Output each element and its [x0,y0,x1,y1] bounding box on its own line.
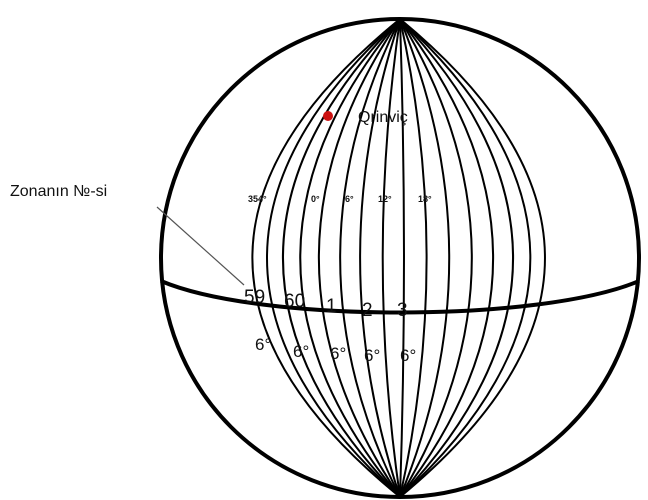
zone-width: 6° [364,346,380,365]
zone-number: 59 [244,287,265,308]
meridians [252,19,545,497]
longitude-label: 6° [345,194,354,204]
meridian-line [400,19,449,497]
meridian-line [400,19,404,497]
greenwich-dot [323,111,333,121]
longitude-label: 18° [418,194,432,204]
meridian-line [400,19,472,497]
meridian-line [252,19,400,497]
zone-width: 6° [293,342,309,361]
pointer-line [157,207,244,285]
meridian-line [400,19,513,497]
zone-number: 3 [397,300,408,321]
meridian-line [400,19,530,497]
zone-number-label: Zonanın №-si [10,183,107,200]
zone-width: 6° [330,344,346,363]
longitude-label: 12° [378,194,392,204]
meridian-line [360,19,400,497]
meridian-line [300,19,400,497]
longitude-label: 0° [311,194,320,204]
meridian-line [383,19,400,497]
zone-number: 60 [284,291,305,312]
greenwich-label: Qrinviç [358,109,408,126]
zone-number: 2 [362,300,373,321]
globe-outline [161,19,639,497]
zone-width: 6° [400,346,416,365]
zone-number: 1 [326,296,337,317]
longitude-label: 354° [248,194,267,204]
zone-width: 6° [255,335,271,354]
